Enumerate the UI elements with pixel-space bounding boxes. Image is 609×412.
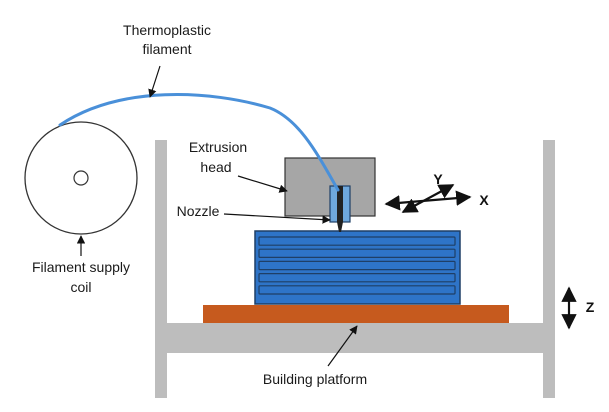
axis-y-label: Y [433, 171, 443, 187]
extrusion-head-label-arrow [237, 175, 288, 193]
frame-base-bar [155, 323, 555, 353]
platform-label-arrow [327, 325, 358, 367]
coil-label-line2: coil [70, 279, 91, 295]
part-layer [258, 260, 456, 271]
axis-z-label: Z [586, 299, 595, 315]
printed-part [254, 230, 461, 305]
part-layer [258, 236, 456, 246]
part-layer [258, 248, 456, 258]
xy-axis-arrows [384, 184, 472, 213]
coil-label-line1: Filament supply [32, 259, 130, 275]
y-axis-arrow [401, 184, 455, 213]
extrusion-head-label-line2: head [200, 159, 231, 175]
filament-label-line2: filament [142, 41, 191, 57]
extrusion-head-label-line1: Extrusion [189, 139, 247, 155]
part-layer [258, 273, 456, 283]
axis-x-label: X [479, 192, 489, 208]
frame-left-post [155, 140, 167, 398]
building-platform [203, 305, 509, 323]
filament-label-arrow [148, 65, 161, 98]
filament-supply-coil [24, 121, 138, 235]
nozzle-core [337, 186, 343, 222]
thermoplastic-filament [58, 93, 340, 192]
part-layers [258, 236, 456, 295]
filament-label-line1: Thermoplastic [123, 22, 211, 38]
nozzle-label: Nozzle [177, 203, 220, 219]
part-layer [258, 285, 456, 295]
frame-right-post [543, 140, 555, 398]
platform-label: Building platform [263, 371, 367, 387]
nozzle-tip [337, 222, 343, 232]
coil-hub [73, 170, 89, 186]
nozzle-label-arrow [223, 213, 331, 224]
